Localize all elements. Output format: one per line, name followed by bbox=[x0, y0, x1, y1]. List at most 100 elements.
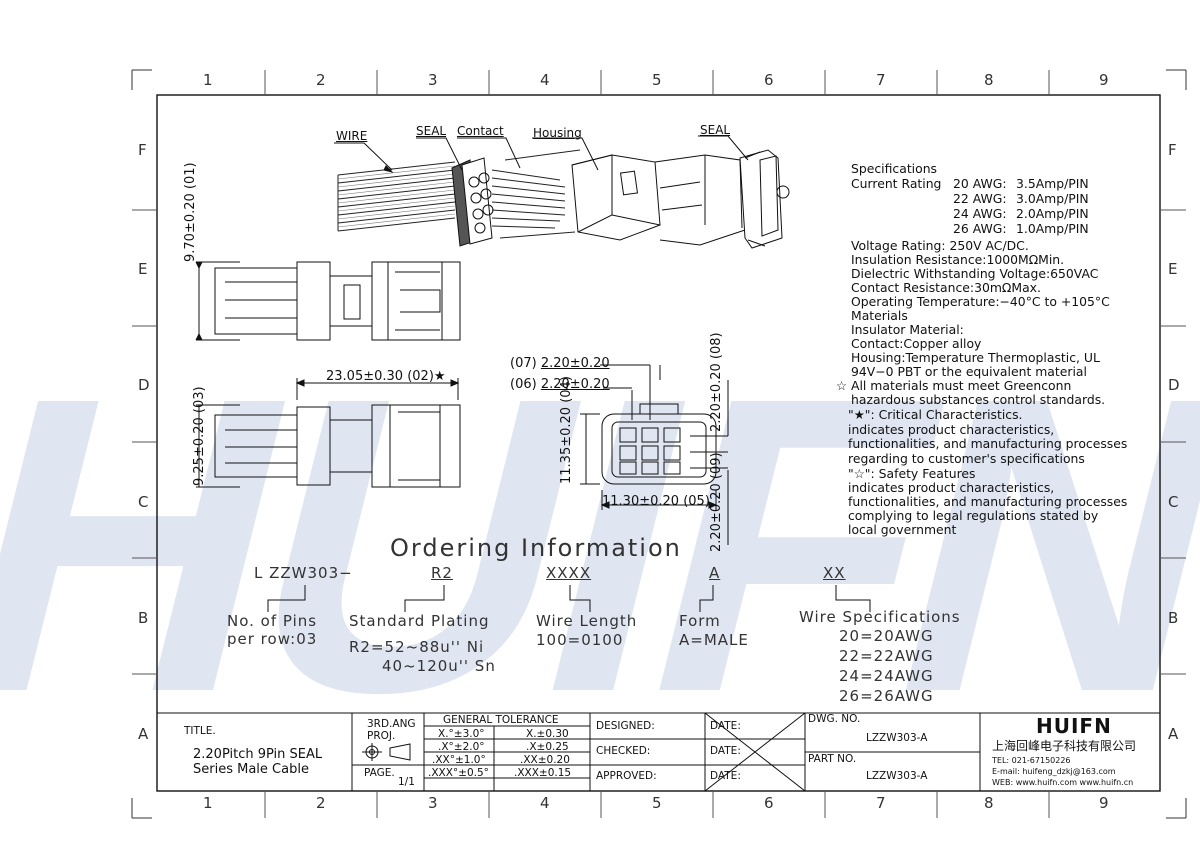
page-value: 1/1 bbox=[398, 776, 415, 788]
spec-voltage: Voltage Rating: 250V AC/DC. bbox=[851, 238, 1029, 253]
dim-08: 2.20±0.20 (08) bbox=[709, 332, 724, 432]
spec-critical-2: functionalities, and manufacturing proce… bbox=[848, 436, 1128, 451]
row-label: E bbox=[138, 260, 148, 278]
col-label: 5 bbox=[652, 71, 662, 89]
col-label: 6 bbox=[764, 794, 774, 812]
dim-07: (07) 2.20±0.20 bbox=[510, 356, 610, 371]
callout-contact: Contact bbox=[457, 124, 504, 138]
row-label: F bbox=[138, 141, 147, 159]
spec-operating-temp: Operating Temperature:−40°C to +105°C bbox=[851, 294, 1110, 309]
dim-03: 9.25±0.20 (03) bbox=[192, 386, 207, 486]
order-wire-value: 22=22AWG bbox=[839, 647, 934, 665]
row-label: B bbox=[1168, 609, 1179, 627]
row-label: A bbox=[138, 725, 149, 743]
col-label: 2 bbox=[316, 794, 326, 812]
spec-critical-3: regarding to customer's specifications bbox=[848, 451, 1085, 466]
part-no-value: LZZW303-A bbox=[866, 770, 928, 782]
spec-insulation: Insulation Resistance:1000MΩMin. bbox=[851, 252, 1065, 267]
spec-current-amp: 3.5Amp/PIN bbox=[1016, 176, 1089, 191]
order-wire-value: 24=24AWG bbox=[839, 667, 934, 685]
side-view-bottom bbox=[196, 378, 461, 488]
spec-current-amp: 3.0Amp/PIN bbox=[1016, 191, 1089, 206]
spec-insulator: Insulator Material: bbox=[851, 322, 964, 337]
dwg-no-label: DWG. NO. bbox=[808, 713, 861, 725]
callout-housing: Housing bbox=[533, 126, 582, 140]
tolerance-angle: .X°±2.0° bbox=[438, 741, 485, 753]
date-label: DATE: bbox=[710, 720, 741, 732]
order-wire-code: XX bbox=[823, 564, 846, 582]
spec-current-awg: 24 AWG: bbox=[953, 206, 1007, 221]
tolerance-angle: X.°±3.0° bbox=[438, 728, 485, 740]
order-plating-label: Standard Plating bbox=[349, 612, 490, 630]
col-label: 8 bbox=[984, 71, 994, 89]
dim-04: 11.35±0.20 (04) bbox=[559, 376, 574, 484]
col-label: 5 bbox=[652, 794, 662, 812]
spec-greenconn-1: All materials must meet Greenconn bbox=[851, 378, 1072, 393]
part-no-label: PART NO. bbox=[808, 753, 857, 765]
spec-critical-1: indicates product characteristics, bbox=[848, 422, 1055, 437]
col-label: 6 bbox=[764, 71, 774, 89]
spec-housing-material: Housing:Temperature Thermoplastic, UL bbox=[851, 350, 1100, 365]
callout-seal-right: SEAL bbox=[700, 123, 731, 137]
title-block-lines bbox=[157, 712, 1160, 792]
order-plating-code: R2 bbox=[431, 564, 453, 582]
row-label: D bbox=[138, 376, 150, 394]
iso-seal-right bbox=[739, 149, 790, 249]
tolerance-linear: .XXX±0.15 bbox=[514, 767, 572, 779]
order-plating-sn: 40~120u'' Sn bbox=[382, 657, 496, 675]
spec-safety-heading: "☆": Safety Features bbox=[848, 466, 976, 481]
dim-02: 23.05±0.30 (02)★ bbox=[326, 369, 446, 384]
spec-current-awg: 22 AWG: bbox=[953, 191, 1007, 206]
date-label: DATE: bbox=[710, 770, 741, 782]
col-label: 3 bbox=[428, 71, 438, 89]
spec-contact-material: Contact:Copper alloy bbox=[851, 336, 982, 351]
title-line-1: 2.20Pitch 9Pin SEAL bbox=[193, 747, 323, 762]
callout-leaders bbox=[334, 135, 749, 173]
front-view bbox=[580, 364, 729, 545]
order-wire-label: Wire Specifications bbox=[799, 608, 961, 626]
tolerance-linear: .X±0.25 bbox=[526, 741, 569, 753]
dim-01: 9.70±0.20 (01) bbox=[183, 162, 198, 262]
row-label: C bbox=[138, 493, 149, 511]
order-form-code: A bbox=[709, 564, 721, 582]
order-pins-label: No. of Pins bbox=[227, 612, 318, 630]
spec-safety-4: local government bbox=[848, 522, 957, 537]
projection-symbol bbox=[362, 743, 411, 761]
spec-current-amp: 2.0Amp/PIN bbox=[1016, 206, 1089, 221]
dim-05: 11.30±0.20 (05) bbox=[602, 494, 710, 509]
row-label: C bbox=[1168, 493, 1179, 511]
col-label: 2 bbox=[316, 71, 326, 89]
tolerance-angle: .XXX°±0.5° bbox=[428, 767, 489, 779]
order-wire-value: 20=20AWG bbox=[839, 627, 934, 645]
brand-logo: HUIFN bbox=[1036, 714, 1112, 738]
col-label: 1 bbox=[203, 794, 213, 812]
company-web: WEB: www.huifn.com www.huifn.cn bbox=[992, 778, 1134, 787]
spec-critical-heading: "★": Critical Characteristics. bbox=[848, 407, 1023, 422]
company-tel: TEL: 021-67150226 bbox=[992, 756, 1071, 765]
spec-current-awg: 20 AWG: bbox=[953, 176, 1007, 191]
callout-seal-left: SEAL bbox=[416, 124, 447, 138]
order-form-value: A=MALE bbox=[679, 631, 749, 649]
safety-star-icon: ☆ bbox=[836, 378, 848, 393]
order-length-code: XXXX bbox=[546, 564, 592, 582]
order-length-value: 100=0100 bbox=[536, 631, 624, 649]
checked-label: CHECKED: bbox=[596, 745, 651, 757]
order-wire-value: 26=26AWG bbox=[839, 687, 934, 705]
row-label: D bbox=[1168, 376, 1180, 394]
dim-09: 2.20±0.20 (09) bbox=[709, 452, 724, 552]
col-label: 7 bbox=[876, 71, 886, 89]
row-label: B bbox=[138, 609, 149, 627]
tolerance-linear: X.±0.30 bbox=[526, 728, 569, 740]
spec-safety-3: complying to legal regulations stated by bbox=[848, 508, 1099, 523]
callout-wire: WIRE bbox=[336, 129, 368, 143]
dim-06: (06) 2.20±0.20 bbox=[510, 377, 610, 392]
iso-contacts bbox=[491, 149, 581, 239]
ordering-title: Ordering Information bbox=[390, 534, 682, 562]
spec-heading: Specifications bbox=[851, 161, 938, 176]
order-form-label: Form bbox=[679, 612, 721, 630]
watermark-text: HUIFN bbox=[0, 311, 1200, 780]
spec-greenconn-2: hazardous substances control standards. bbox=[851, 392, 1106, 407]
row-label: A bbox=[1168, 725, 1179, 743]
